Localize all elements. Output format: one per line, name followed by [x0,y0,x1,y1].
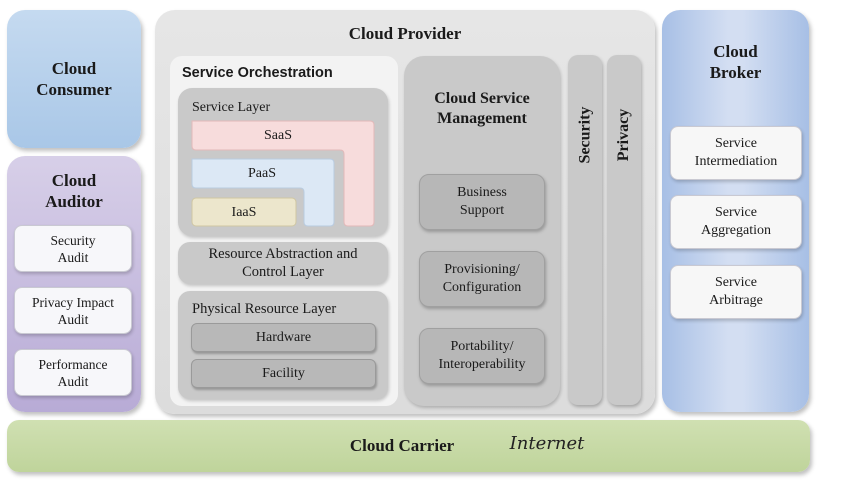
cloud-provider-actor: Cloud Provider Service Orchestration Ser… [155,10,655,414]
hardware-box: Hardware [191,323,376,352]
cloud-auditor-actor: Cloud Auditor Security Audit Privacy Imp… [7,156,141,412]
service-arbitrage-box: Service Arbitrage [670,265,802,319]
service-intermediation-box: Service Intermediation [670,126,802,180]
cloud-provider-title: Cloud Provider [348,24,462,43]
iaas-label: IaaS [231,205,257,220]
cloud-carrier-title: Cloud Carrier [349,436,455,455]
paas-label: PaaS [248,166,276,181]
cloud-broker-actor: Cloud Broker Service Intermediation Serv… [662,10,809,412]
security-bar: Security [568,55,602,405]
cloud-service-management-panel: Cloud Service Management Business Suppor… [404,56,560,406]
resource-abstraction-layer: Resource Abstraction and Control Layer [178,242,388,284]
cloud-service-management-title: Cloud Service Management [434,90,530,127]
cloud-broker-title: Cloud Broker [709,42,762,82]
service-layer-title: Service Layer [192,100,271,115]
security-label: Security [576,106,593,164]
saas-shape [191,120,375,227]
service-aggregation-box: Service Aggregation [670,195,802,249]
provisioning-configuration-box: Provisioning/ Configuration [419,251,545,307]
saas-label: SaaS [264,128,292,143]
privacy-bar: Privacy [607,55,641,405]
security-audit-box: Security Audit [14,225,132,272]
cloud-consumer-actor: Cloud Consumer [7,10,141,148]
physical-resource-title: Physical Resource Layer [192,301,337,317]
internet-handwritten-label: Internet [509,432,585,454]
service-orchestration-title: Service Orchestration [182,65,333,81]
cloud-consumer-title: Cloud Consumer [36,59,112,99]
facility-box: Facility [191,359,376,388]
portability-interoperability-box: Portability/ Interoperability [419,328,545,384]
service-orchestration-panel: Service Orchestration Service Layer SaaS… [170,56,398,406]
performance-audit-box: Performance Audit [14,349,132,396]
cloud-carrier-actor: Cloud Carrier Internet [7,420,810,472]
service-layer-panel: Service Layer SaaS PaaS IaaS [178,88,388,236]
privacy-label: Privacy [615,108,633,162]
physical-resource-layer: Physical Resource Layer Hardware Facilit… [178,291,388,399]
business-support-box: Business Support [419,174,545,230]
privacy-impact-audit-box: Privacy Impact Audit [14,287,132,334]
cloud-auditor-title: Cloud Auditor [45,171,103,211]
